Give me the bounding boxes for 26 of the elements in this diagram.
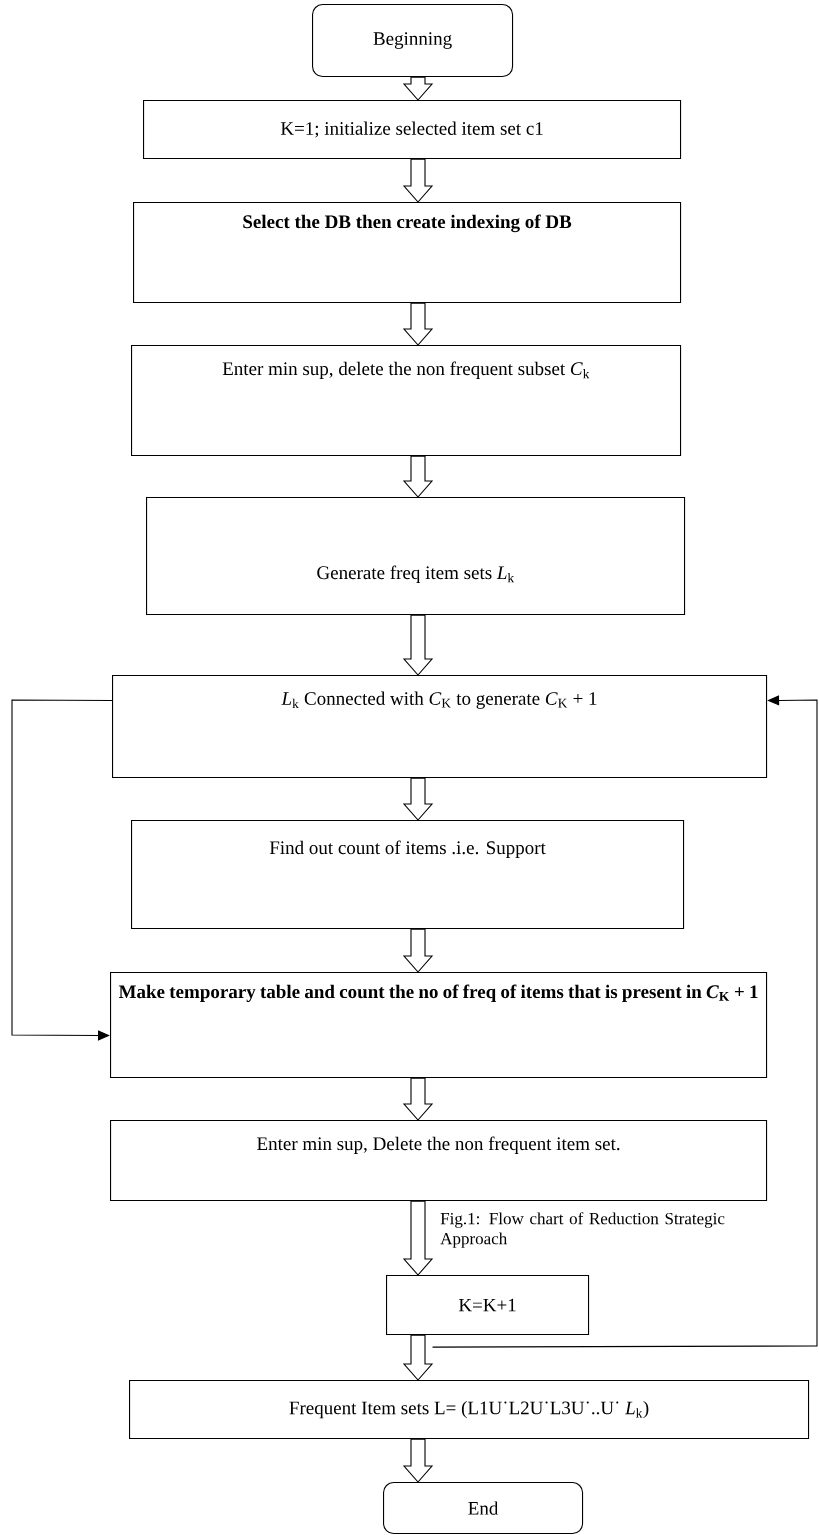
process-box: Select the DB then create indexing of DB	[133, 202, 682, 304]
block-arrow	[402, 1200, 434, 1276]
block-arrow	[402, 302, 434, 346]
block-arrow	[402, 928, 434, 973]
process-box: L$_{k}$ Connected with C$_{K}$ to generate C$_{K}$ + 1	[112, 675, 768, 779]
loop-arrow	[432, 695, 818, 1348]
block-arrow	[402, 614, 434, 676]
caption: Fig.1: Flow chart of Reduction Strategic Approach	[440, 1212, 725, 1248]
process-box: Make temporary table and count the no of freq of items that is present in C$_{K}$ + 1	[110, 972, 768, 1079]
process-box: K=1; initialize selected item set c1	[143, 100, 682, 160]
block-arrow	[402, 777, 434, 821]
process-box: Enter min sup, delete the non frequent subset C$_{k}$	[131, 345, 682, 457]
loop-arrow	[11, 699, 113, 1041]
block-arrow	[402, 455, 434, 498]
process-box: Enter min sup, Delete the non frequent item set.	[110, 1120, 768, 1202]
terminal-box: End	[383, 1482, 584, 1535]
process-box: Frequent Item sets L= (L1U˙L2U˙L3U˙..U˙ L$_{k}$)	[129, 1380, 810, 1440]
block-arrow	[402, 1334, 434, 1381]
block-arrow	[402, 76, 434, 101]
terminal-box: Beginning	[312, 4, 514, 78]
process-box: Find out count of items .i.e. Support	[131, 820, 685, 930]
block-arrow	[402, 1077, 434, 1121]
process-box: Generate freq item sets L$_{k}$	[146, 497, 686, 616]
block-arrow	[402, 1438, 434, 1483]
block-arrow	[402, 158, 434, 203]
process-box: K=K+1	[386, 1275, 590, 1336]
